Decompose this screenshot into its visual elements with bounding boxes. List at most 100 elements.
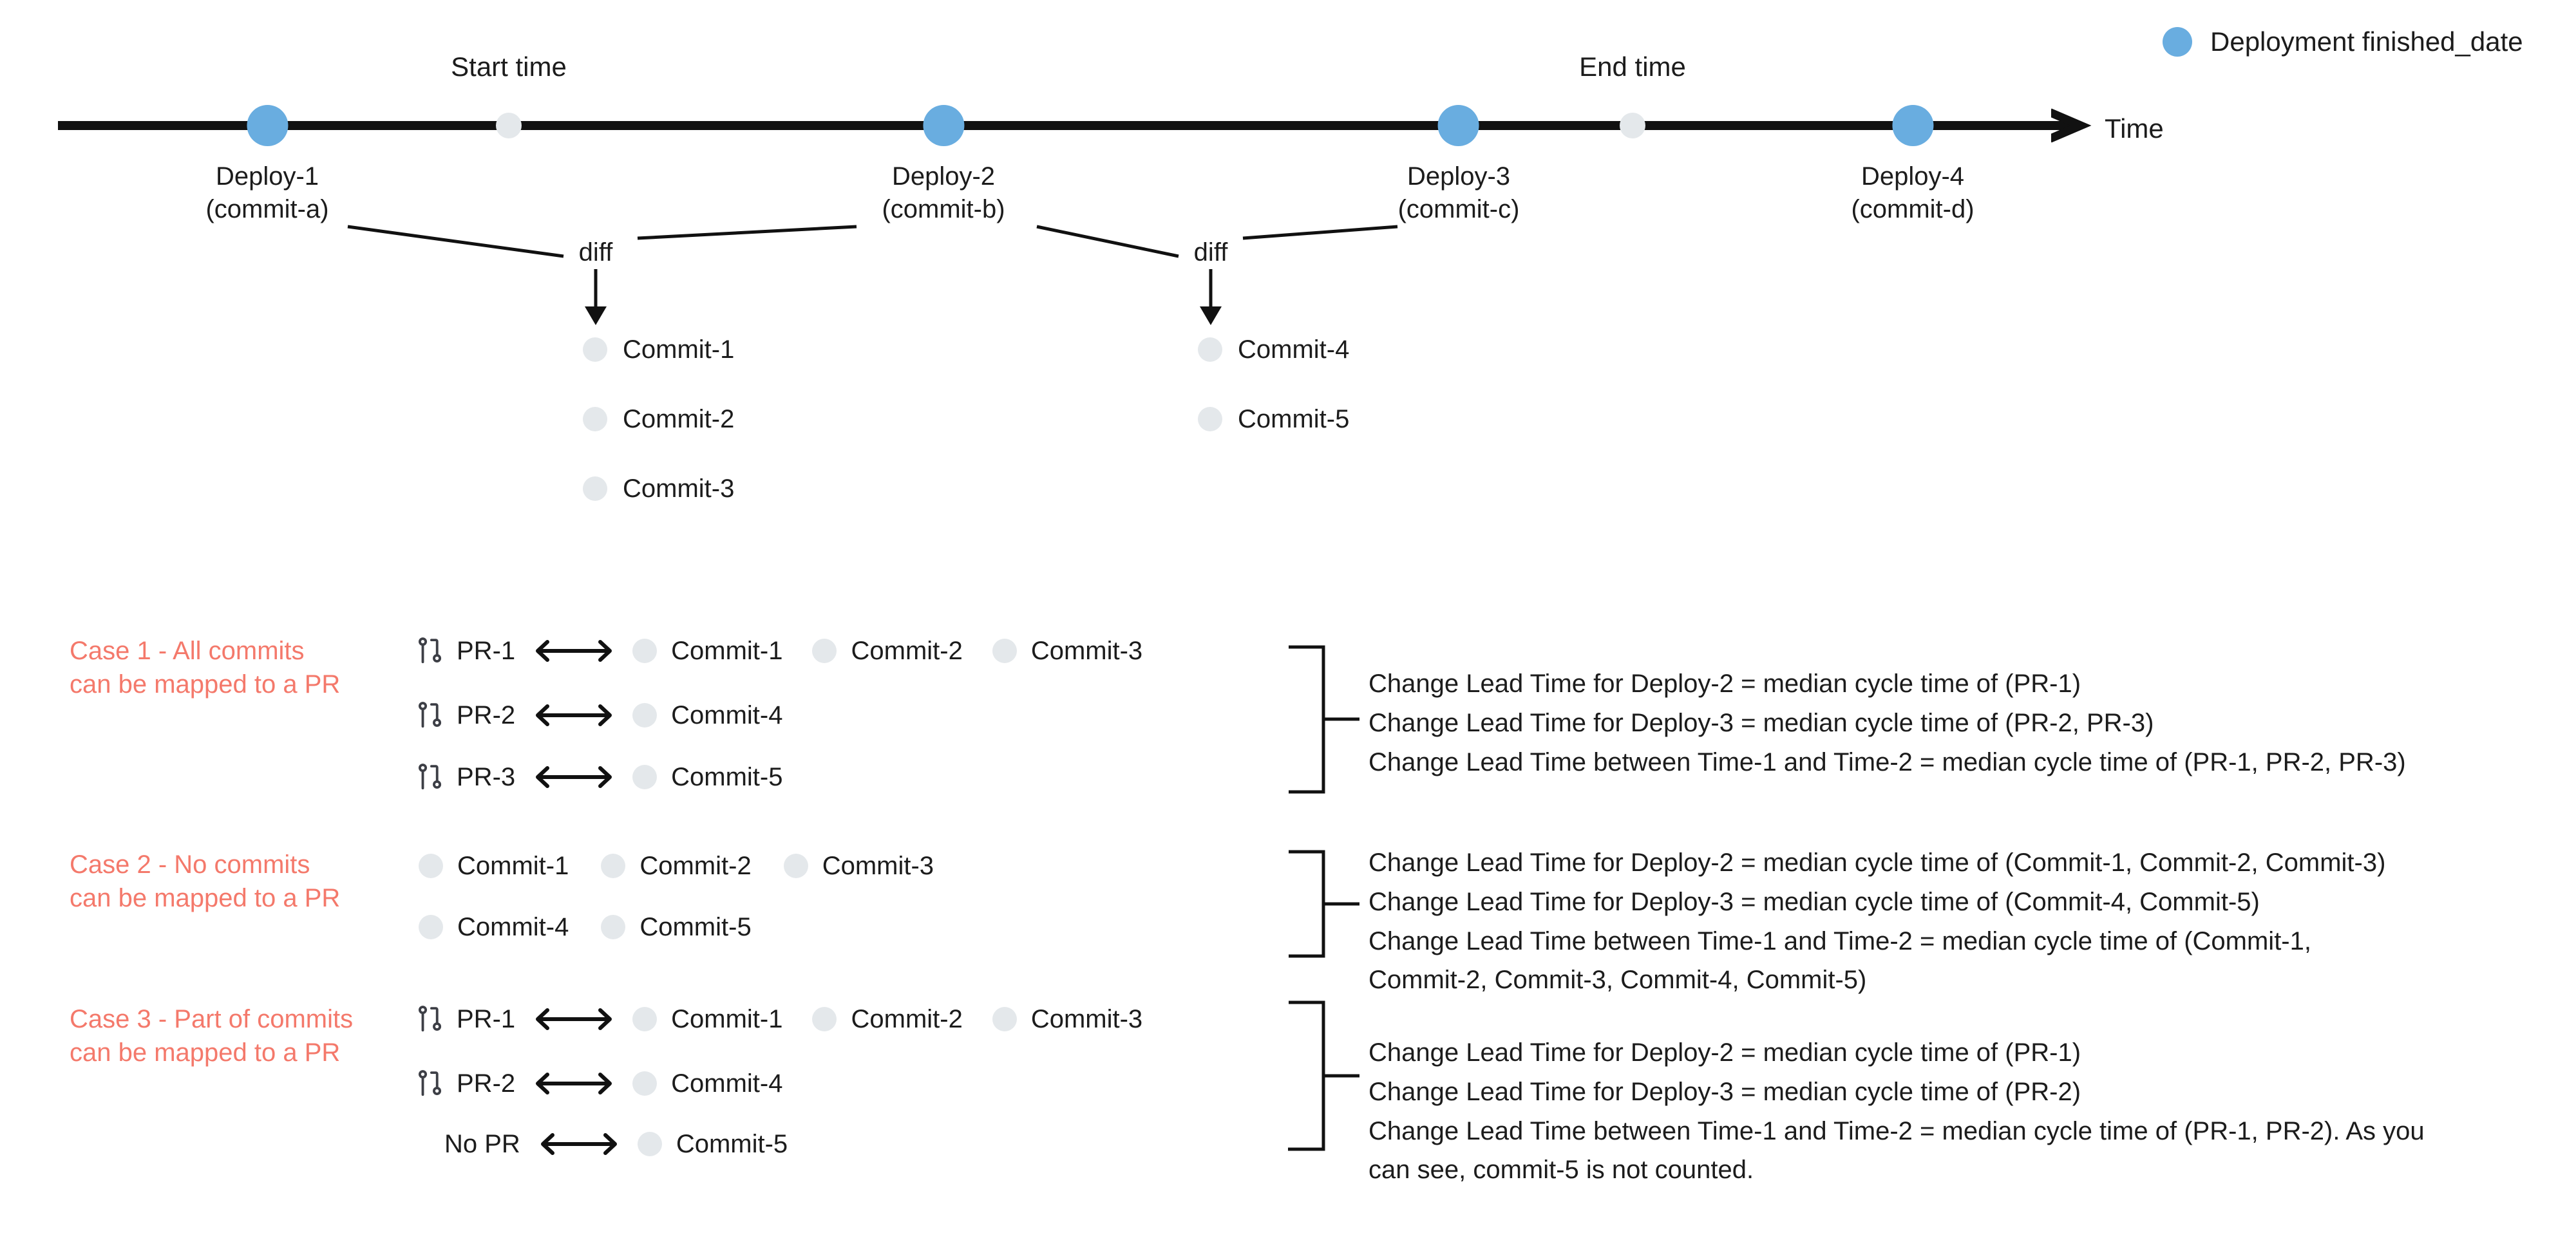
commit-dot-icon <box>632 765 658 789</box>
case-commit-item[interactable]: Commit-1 <box>632 638 782 664</box>
diff-commit-item[interactable]: Commit-5 <box>1198 406 1349 432</box>
case-3-row-1[interactable]: PR-1 Commit-1 Commit-2 Commit-3 <box>415 1004 1142 1034</box>
timeline-node-label: Deploy-3(commit-c) <box>1397 162 1520 224</box>
commit-dot-icon <box>783 854 808 878</box>
legend: Deployment finished_date <box>2163 27 2523 57</box>
diff-commit-item[interactable]: Commit-4 <box>1198 337 1349 362</box>
pull-request-icon <box>418 764 442 790</box>
case-3-bracket <box>1288 1000 1359 1151</box>
timeline-arrow-icon <box>2051 108 2092 143</box>
case-commit-item[interactable]: Commit-2 <box>812 638 963 664</box>
commit-dot-icon <box>812 639 837 663</box>
plain-marker-icon <box>1620 113 1645 138</box>
case-commit-item[interactable]: Commit-3 <box>992 1006 1142 1032</box>
commit-dot-icon <box>601 915 626 939</box>
case-commit-item[interactable]: Commit-2 <box>601 853 752 879</box>
plain-marker-icon <box>496 113 522 138</box>
commit-dot-icon <box>632 703 658 728</box>
case-3-explanation: Change Lead Time for Deploy-2 = median c… <box>1368 1038 2425 1185</box>
pull-request-icon <box>418 637 442 664</box>
case-commit-item[interactable]: Commit-4 <box>632 702 782 728</box>
case-commit-item[interactable]: Commit-5 <box>601 914 752 940</box>
commit-dot-icon <box>1198 337 1222 362</box>
timeline-axis <box>58 121 2070 130</box>
timeline-node-deploy-3[interactable]: Deploy-3(commit-c) <box>1397 105 1520 226</box>
timeline-node-deploy-2[interactable]: Deploy-2(commit-b) <box>882 105 1005 226</box>
case-commit-item[interactable]: Commit-5 <box>637 1131 788 1157</box>
time-axis-label: Time <box>2105 113 2164 144</box>
timeline-node-deploy-1[interactable]: Deploy-1(commit-a) <box>205 105 329 226</box>
blue-circle-icon <box>2163 27 2192 57</box>
deploy-marker-icon <box>1892 105 1933 146</box>
timeline-node-start-time[interactable] <box>496 113 522 138</box>
pull-request-icon <box>418 1006 442 1032</box>
commit-dot-icon <box>1198 407 1222 431</box>
pr-name: PR-1 <box>457 637 516 665</box>
commit-dot-icon <box>419 915 443 939</box>
diff-commit-item[interactable]: Commit-1 <box>583 337 734 362</box>
commit-dot-icon <box>583 476 607 501</box>
case-1-explanation: Change Lead Time for Deploy-2 = median c… <box>1368 670 2406 776</box>
diff-label-2: diff <box>1193 238 1228 267</box>
deploy-marker-icon <box>923 105 964 146</box>
timeline-node-deploy-4[interactable]: Deploy-4(commit-d) <box>1851 105 1975 226</box>
case-2-bracket <box>1289 850 1359 958</box>
case-commit-item[interactable]: Commit-1 <box>419 853 569 879</box>
pr-name: PR-1 <box>457 1005 516 1033</box>
commit-dot-icon <box>992 1007 1017 1031</box>
case-2-explanation: Change Lead Time for Deploy-2 = median c… <box>1368 849 2386 995</box>
diff-commit-item[interactable]: Commit-3 <box>583 476 734 502</box>
end-time-label: End time <box>1579 52 1686 82</box>
commit-dot-icon <box>419 854 443 878</box>
case-commit-item[interactable]: Commit-2 <box>812 1006 963 1032</box>
pull-request-icon <box>418 1070 442 1096</box>
commit-dot-icon <box>632 1071 658 1096</box>
pr-name: PR-2 <box>457 701 516 729</box>
case-commit-item[interactable]: Commit-1 <box>632 1006 782 1032</box>
case-1-row-3[interactable]: PR-3 Commit-5 <box>415 762 782 792</box>
bidirectional-arrow-icon <box>536 766 612 788</box>
case-commit-item[interactable]: Commit-4 <box>419 914 569 940</box>
case-3-row-3[interactable]: No PR Commit-5 <box>444 1130 788 1158</box>
pr-name: PR-2 <box>457 1069 516 1098</box>
legend-label: Deployment finished_date <box>2210 26 2523 57</box>
case-2-row-2[interactable]: Commit-4 Commit-5 <box>419 914 752 940</box>
deploy-marker-icon <box>1437 105 1479 146</box>
bidirectional-arrow-icon <box>536 640 612 662</box>
deploy-marker-icon <box>247 105 288 146</box>
case-1-row-1[interactable]: PR-1 Commit-1 Commit-2 Commit-3 <box>415 636 1142 666</box>
diff-label-1: diff <box>578 238 613 267</box>
commit-dot-icon <box>812 1007 837 1031</box>
bidirectional-arrow-icon <box>536 704 612 726</box>
case-2-row-1[interactable]: Commit-1 Commit-2 Commit-3 <box>419 853 934 879</box>
commit-dot-icon <box>583 407 607 431</box>
timeline-node-end-time[interactable] <box>1620 113 1645 138</box>
commit-dot-icon <box>992 639 1017 663</box>
case-1-bracket <box>1289 645 1359 794</box>
commit-dot-icon <box>632 1007 658 1031</box>
case-1-row-2[interactable]: PR-2 Commit-4 <box>415 700 782 730</box>
case-3-row-2[interactable]: PR-2 Commit-4 <box>415 1069 782 1098</box>
commit-dot-icon <box>637 1132 662 1156</box>
case-commit-item[interactable]: Commit-4 <box>632 1071 782 1096</box>
diff-commit-item[interactable]: Commit-2 <box>583 406 734 432</box>
timeline-node-label: Deploy-1(commit-a) <box>205 162 329 224</box>
bidirectional-arrow-icon <box>536 1073 612 1094</box>
start-time-label: Start time <box>451 52 567 82</box>
timeline-node-label: Deploy-2(commit-b) <box>882 162 1005 224</box>
bidirectional-arrow-icon <box>540 1133 617 1155</box>
pull-request-icon <box>418 702 442 728</box>
bidirectional-arrow-icon <box>536 1008 612 1030</box>
commit-dot-icon <box>632 639 658 663</box>
commit-dot-icon <box>583 337 607 362</box>
case-commit-item[interactable]: Commit-3 <box>783 853 934 879</box>
case-commit-item[interactable]: Commit-5 <box>632 764 782 790</box>
commit-dot-icon <box>601 854 626 878</box>
timeline-node-label: Deploy-4(commit-d) <box>1851 162 1975 224</box>
no-pr-label: No PR <box>444 1130 520 1158</box>
case-commit-item[interactable]: Commit-3 <box>992 638 1142 664</box>
pr-name: PR-3 <box>457 763 516 791</box>
